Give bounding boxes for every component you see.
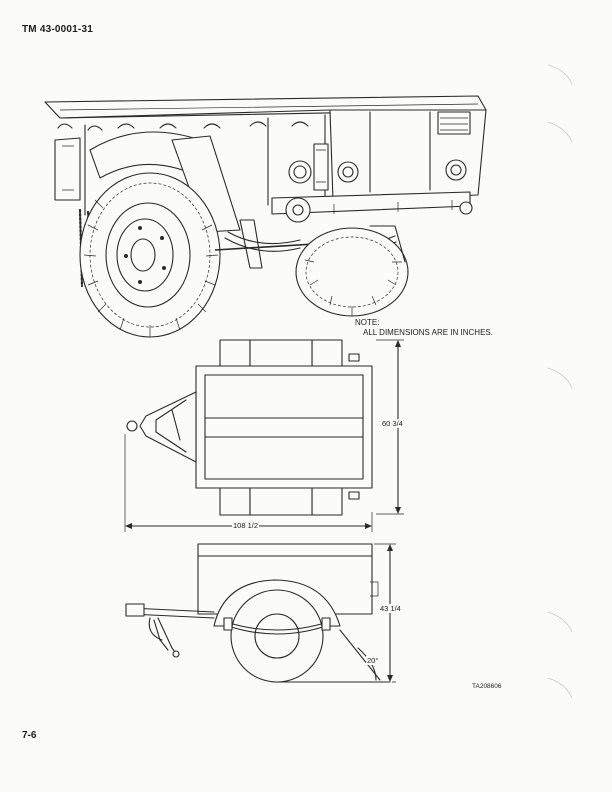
document-number: TM 43-0001-31 bbox=[22, 24, 93, 35]
note-text: ALL DIMENSIONS ARE IN INCHES. bbox=[363, 328, 493, 337]
margin-marks bbox=[547, 64, 573, 699]
dimension-note: NOTE: ALL DIMENSIONS ARE IN INCHES. bbox=[355, 318, 493, 338]
note-label: NOTE: bbox=[355, 318, 380, 327]
trailer-top-view bbox=[124, 339, 404, 532]
height-dimension-label: 43 1/4 bbox=[379, 604, 402, 613]
trailer-side-view bbox=[125, 543, 396, 683]
page-number: 7-6 bbox=[22, 730, 37, 741]
trailer-isometric-view bbox=[44, 95, 487, 338]
width-dimension-label: 60 3/4 bbox=[381, 419, 404, 428]
angle-dimension-label: 20° bbox=[366, 656, 380, 665]
length-dimension-label: 108 1/2 bbox=[232, 521, 260, 530]
figure-id: TA208606 bbox=[472, 683, 502, 690]
